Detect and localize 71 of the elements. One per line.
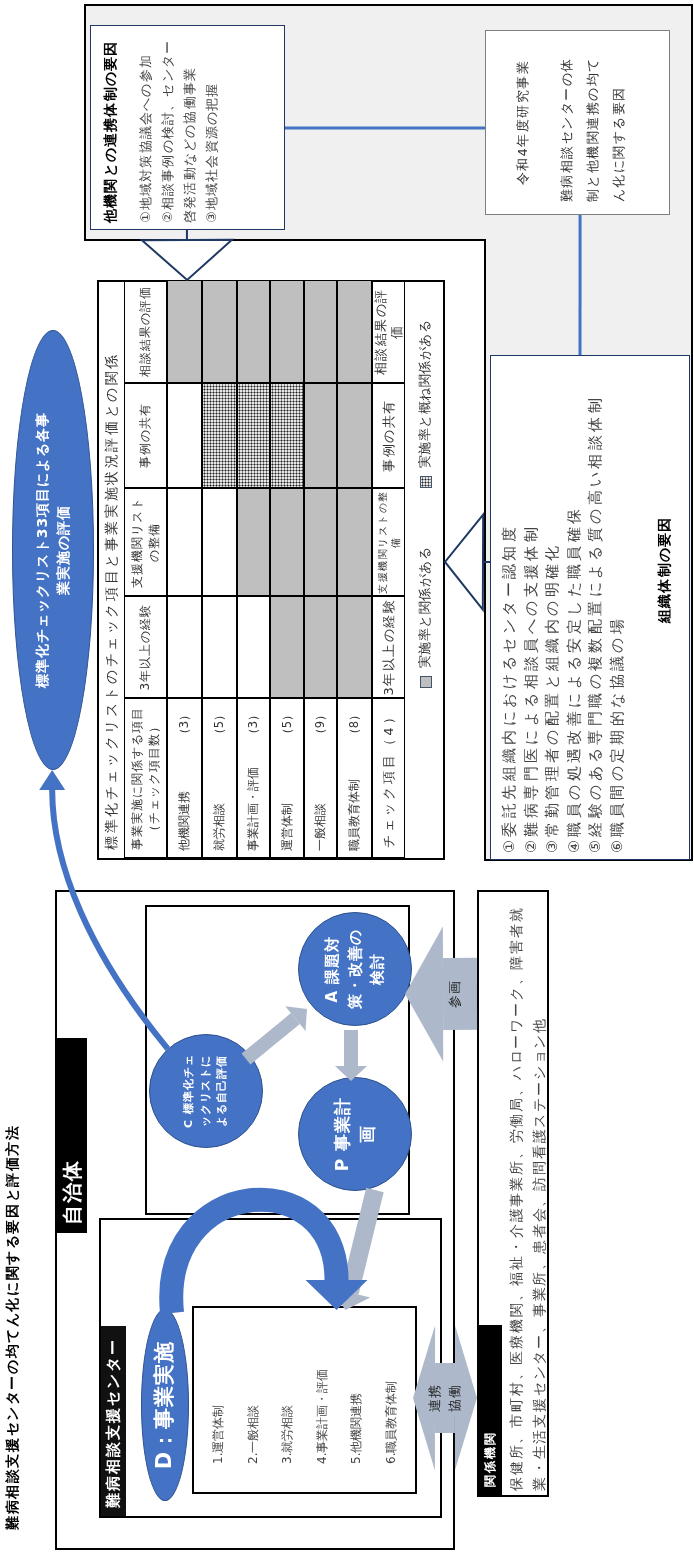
item-count: （5） [212, 709, 227, 741]
row-label: 他機関連携 [177, 791, 192, 851]
header-text: 支援機関リストの整備 [128, 495, 162, 590]
curved-arrow [39, 770, 171, 1051]
frame-title: 難病相談支援センター [101, 1326, 126, 1516]
footer-text: 事例の共有 [380, 399, 397, 472]
callout-arrow [140, 229, 233, 281]
frame-box [99, 1218, 442, 1518]
item-count: （3） [177, 709, 192, 741]
row-label: 運営体制 [279, 803, 295, 851]
step-label: 標準化チェックリスト33項目による各事業実施の評価 [33, 410, 72, 691]
step-label: D：事業実施 [151, 1340, 178, 1470]
row-label: 一般相談 [313, 803, 328, 851]
footer-text: 3年以上の経験 [380, 598, 397, 696]
item-count: （8） [347, 709, 362, 741]
row-label: 就労相談 [212, 803, 227, 851]
checklist-table [97, 280, 445, 860]
factor-item: ④職員の処遇改善による安定した職員確保 [564, 504, 583, 853]
box-heading: 他機関との連携体制の要因 [101, 39, 119, 223]
factor-item: ①地域対策協議会への参加 [137, 52, 154, 223]
box-heading: 組織体制の要因 [655, 515, 673, 626]
factor-item: ②相談事例の検討、センター啓発活動などの協働事業 [159, 38, 198, 223]
list-item: 3.就労相談 [279, 1404, 295, 1464]
factor-item: ③地域社会資源の把握 [203, 81, 220, 223]
item-count: （9） [313, 709, 328, 741]
factor-box [490, 355, 690, 860]
factor-item: ①委託先組織内におけるセンター認知度 [500, 522, 518, 853]
block-arrow [405, 926, 477, 1062]
factor-item: ②難病専門医による相談員への支援体制 [521, 522, 540, 853]
legend-text: 実施率と概ね関係がある [417, 319, 433, 468]
footer-text: 相談結果の評価 [372, 287, 405, 377]
block-arrow [335, 1030, 367, 1081]
header-text: 事業実施に関係する項目（チェック項目数） [128, 705, 162, 852]
project-box [485, 30, 670, 215]
frame-title: 関係機関 [479, 1325, 502, 1495]
step-label: C 標準化チェックリストによる自己評価 [181, 1053, 230, 1130]
legend-text: 実施率と関係がある [417, 546, 433, 668]
item-count: （5） [279, 709, 295, 741]
factor-item: ③常勤管理者の配置と組織内の明確化 [543, 541, 561, 853]
factor-box [90, 25, 285, 230]
block-arrow [413, 1325, 477, 1471]
list-item: 4.事業計画・評価 [313, 1368, 330, 1464]
item-list-box [192, 1306, 417, 1494]
frame-title: 自治体 [57, 1038, 87, 1233]
connector-line [285, 126, 485, 130]
callout-arrow [444, 513, 491, 611]
header-text: 事例の共有 [137, 402, 153, 470]
block-arrow [241, 1006, 307, 1065]
box-heading: 令和4年度研究事業 [514, 58, 531, 188]
diagram-title: 難病相談支援センターの均てん化に関する要因と評価方法 [4, 1124, 21, 1530]
list-item: 2.一般相談 [244, 1404, 261, 1464]
list-item: 5.他機関連携 [348, 1392, 364, 1464]
row-label: 事業計画・評価 [246, 767, 261, 851]
connector-line [578, 215, 582, 355]
body-text: 難病相談センターの体制と他機関連携の均てん化に関する要因 [558, 56, 627, 202]
row-label: 職員教育体制 [347, 779, 362, 851]
table-title: 標準化チェックリストのチェック項目と事業実施状況評価との関係 [102, 351, 120, 852]
footer-text: 支援機関リストの整備 [375, 489, 402, 595]
step-label: A 課題対策・改善の検討 [322, 928, 388, 1011]
factor-item: ⑥職員間の定期的な協議の場 [607, 614, 626, 853]
list-item: 6.職員教育体制 [382, 1380, 399, 1464]
frame-box [477, 890, 549, 1497]
frame-box [145, 905, 410, 1215]
footer-text: チェック項目（4） [380, 708, 397, 848]
header-text: 相談結果の評価 [137, 285, 153, 379]
list-item: 1.運営体制 [210, 1404, 226, 1464]
item-count: （3） [246, 709, 261, 741]
step-label: P 事業計画 [330, 1095, 378, 1174]
body-text: 保健所、市町村、医療機関、福祉・介護事業所、労働局、ハローワーク、障害者就業・生活支援センター、事業所、患者会、訪問看護ステーション他 [507, 905, 548, 1491]
header-text: 3年以上の経験 [137, 602, 153, 693]
factor-item: ⑤経験のある専門職の複数配置による質の高い相談体制 [586, 394, 604, 853]
